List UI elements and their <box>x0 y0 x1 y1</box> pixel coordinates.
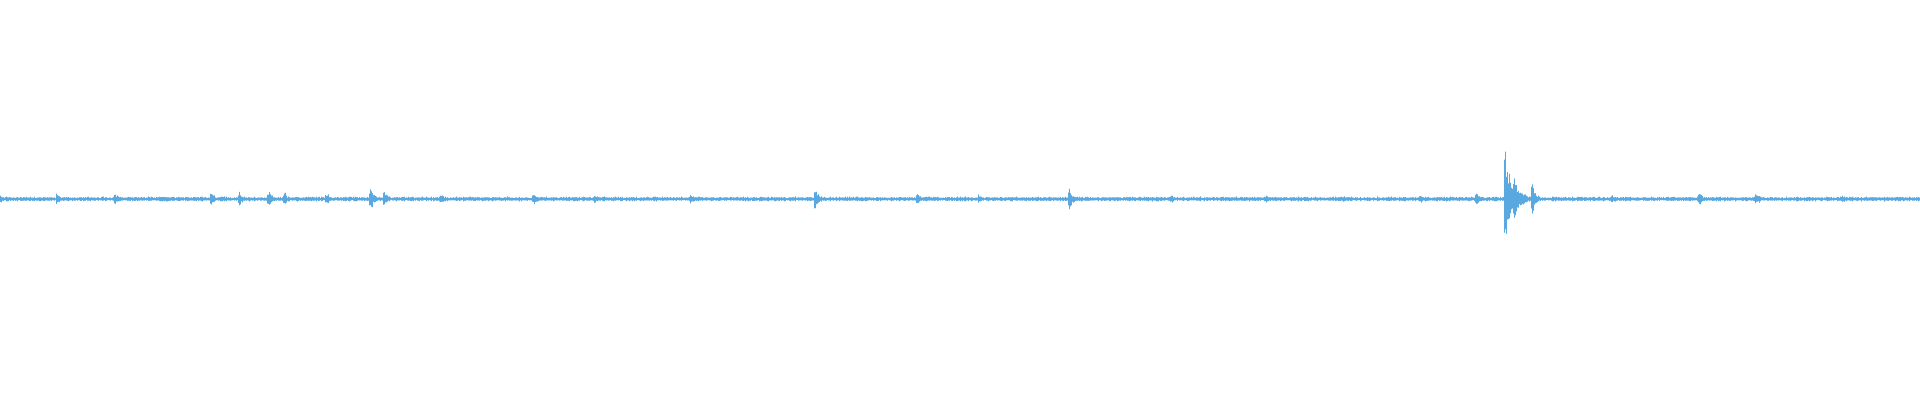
waveform-channel <box>0 151 1920 234</box>
waveform-trace <box>0 151 1920 234</box>
